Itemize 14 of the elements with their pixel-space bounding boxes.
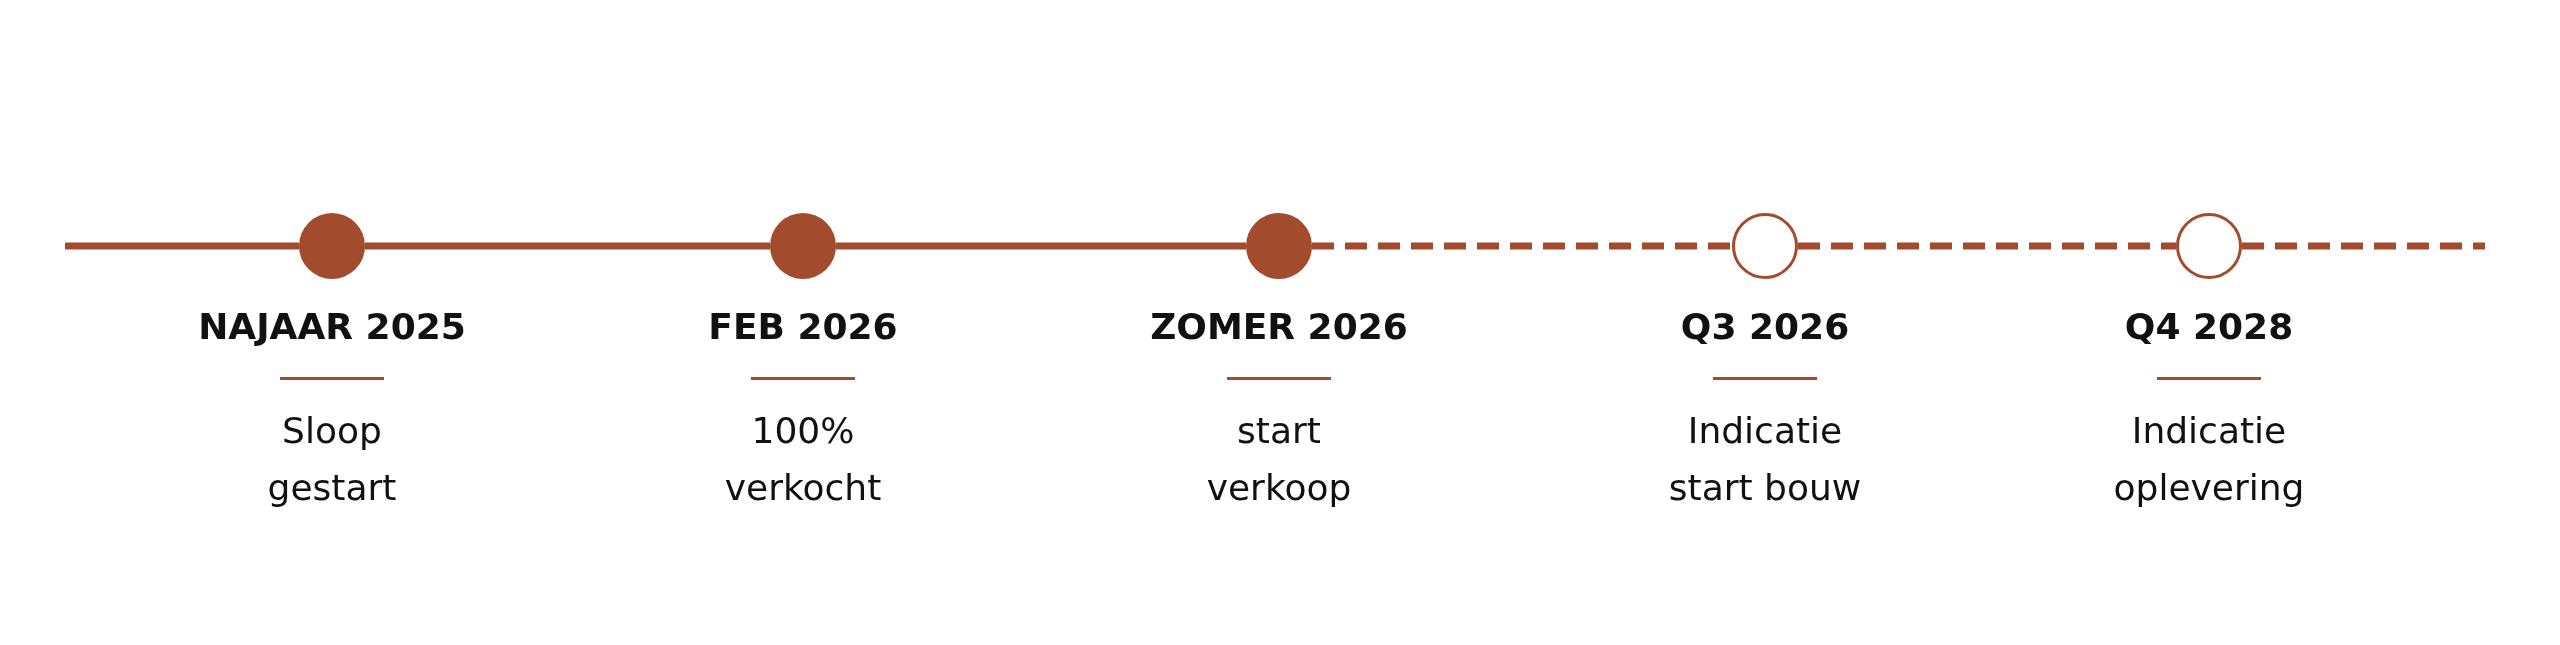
- timeline-line: [365, 242, 770, 250]
- milestone-description: Sloop gestart: [266, 409, 398, 510]
- timeline-line: [836, 242, 1246, 250]
- dashed-timeline-line: [1798, 242, 2176, 250]
- dashed-timeline-line: [1312, 242, 1732, 250]
- milestone-date: Q3 2026: [1679, 306, 1851, 347]
- milestone-date: Q4 2028: [2123, 306, 2295, 347]
- milestone-description: start verkoop: [1205, 409, 1353, 510]
- milestone-date: ZOMER 2026: [1149, 306, 1409, 347]
- milestone-description: Indicatie oplevering: [2112, 409, 2306, 510]
- milestone-date: FEB 2026: [707, 306, 899, 347]
- milestone-description: 100% verkocht: [723, 409, 883, 510]
- milestone-description: Indicatie start bouw: [1667, 409, 1863, 510]
- milestone-date: NAJAAR 2025: [197, 306, 467, 347]
